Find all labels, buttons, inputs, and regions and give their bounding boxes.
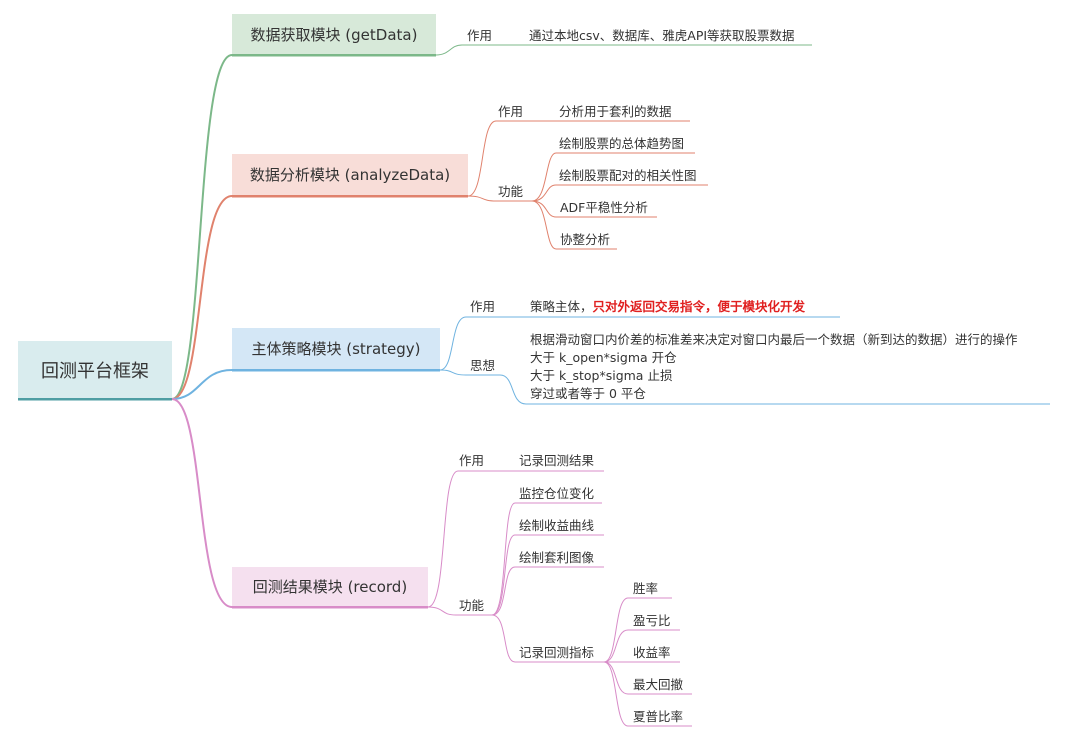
- module-record[interactable]: 回测结果模块 (record): [232, 567, 428, 606]
- strategy-idea-line[interactable]: 根据滑动窗口内价差的标准差来决定对窗口内最后一个数据（新到达的数据）进行的操作: [530, 332, 1018, 347]
- record-function-item[interactable]: 绘制套利图像: [519, 550, 595, 565]
- strategy-role-label[interactable]: 作用: [470, 299, 496, 314]
- record-metric-item[interactable]: 胜率: [633, 581, 659, 596]
- strategy-idea-line[interactable]: 大于 k_open*sigma 开仓: [530, 350, 677, 365]
- record-role-text[interactable]: 记录回测结果: [519, 453, 595, 468]
- analyze-role-text[interactable]: 分析用于套利的数据: [559, 104, 672, 119]
- record-function-item[interactable]: 记录回测指标: [519, 645, 595, 660]
- record-func-label[interactable]: 功能: [459, 598, 485, 613]
- record-metric-item[interactable]: 盈亏比: [633, 613, 671, 628]
- getdata-role-text[interactable]: 通过本地csv、数据库、雅虎API等获取股票数据: [529, 28, 795, 43]
- record-metric-item[interactable]: 最大回撤: [633, 677, 684, 692]
- strategy-idea-line[interactable]: 大于 k_stop*sigma 止损: [530, 368, 673, 383]
- strategy-role-plain: 策略主体，: [530, 299, 593, 314]
- record-function-item[interactable]: 监控仓位变化: [519, 486, 595, 501]
- analyze-function-item[interactable]: 协整分析: [560, 232, 611, 247]
- record-metric-item[interactable]: 收益率: [633, 645, 671, 660]
- record-role-label[interactable]: 作用: [459, 453, 485, 468]
- module-strategy[interactable]: 主体策略模块 (strategy): [232, 328, 440, 369]
- module-getdata[interactable]: 数据获取模块 (getData): [232, 14, 436, 54]
- module-analyzedata[interactable]: 数据分析模块 (analyzeData): [232, 154, 468, 195]
- analyze-func-label[interactable]: 功能: [498, 184, 524, 199]
- getdata-role-label[interactable]: 作用: [467, 28, 493, 43]
- analyze-role-label[interactable]: 作用: [498, 104, 524, 119]
- record-metric-item[interactable]: 夏普比率: [633, 709, 684, 724]
- analyze-function-item[interactable]: 绘制股票配对的相关性图: [559, 168, 697, 183]
- analyze-function-item[interactable]: 绘制股票的总体趋势图: [559, 136, 685, 151]
- strategy-role-text[interactable]: 策略主体，只对外返回交易指令，便于模块化开发: [530, 299, 805, 315]
- strategy-role-highlight: 只对外返回交易指令，便于模块化开发: [592, 299, 806, 314]
- root-node[interactable]: 回测平台框架: [18, 341, 172, 398]
- strategy-idea-label[interactable]: 思想: [470, 358, 496, 373]
- analyze-function-item[interactable]: ADF平稳性分析: [560, 200, 648, 215]
- strategy-idea-line[interactable]: 穿过或者等于 0 平仓: [530, 386, 646, 401]
- record-function-item[interactable]: 绘制收益曲线: [519, 518, 595, 533]
